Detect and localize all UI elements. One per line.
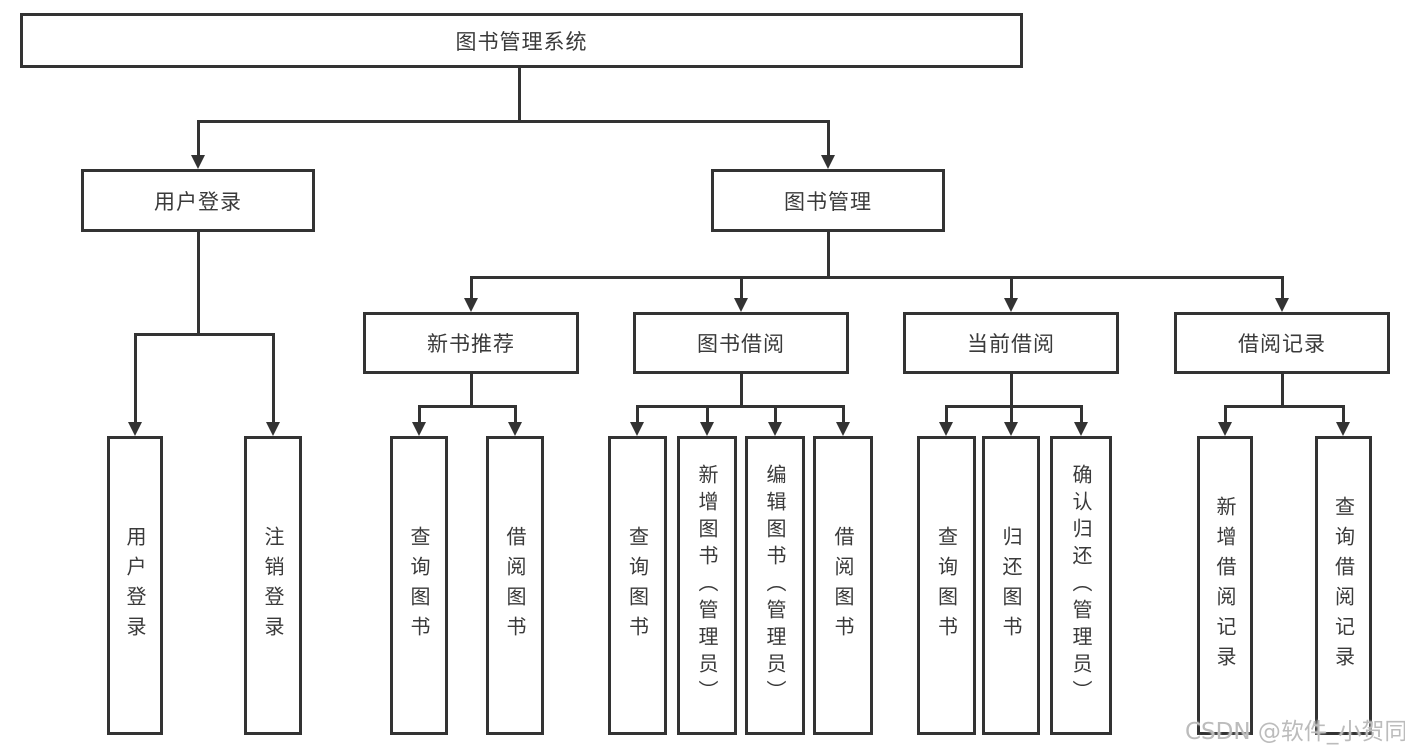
node-leaf-query-books-borrowing: 查询图书 [608, 436, 667, 735]
arrowhead-down [821, 155, 835, 169]
arrow-shaft [133, 333, 137, 424]
arrowhead-down [1336, 422, 1350, 436]
arrowhead-down [630, 422, 644, 436]
node-borrowing-records: 借阅记录 [1174, 312, 1390, 374]
arrowhead-down [508, 422, 522, 436]
arrowhead-down [1275, 298, 1289, 312]
node-current-borrowing: 当前借阅 [903, 312, 1119, 374]
node-label: 查询图书 [934, 525, 959, 646]
arrowhead-down [464, 298, 478, 312]
arrow-shaft [196, 120, 200, 157]
connector-hline [945, 405, 1083, 408]
arrow-shaft [705, 405, 709, 424]
node-leaf-user-login: 用户登录 [107, 436, 163, 735]
arrowhead-down [768, 422, 782, 436]
arrow-shaft [739, 276, 743, 300]
arrow-shaft [1280, 276, 1284, 300]
node-new-book-recommend: 新书推荐 [363, 312, 579, 374]
node-leaf-query-books-recommend: 查询图书 [390, 436, 448, 735]
connector-hline [418, 405, 517, 408]
node-leaf-confirm-return-admin: 确认归还（管理员） [1050, 436, 1112, 735]
node-book-borrowing: 图书借阅 [633, 312, 849, 374]
node-leaf-query-books-current: 查询图书 [917, 436, 976, 735]
node-book-management: 图书管理 [711, 169, 945, 232]
arrowhead-down [266, 422, 280, 436]
node-label: 归还图书 [999, 525, 1023, 646]
node-label: 编辑图书（管理员） [763, 464, 787, 707]
node-label: 借阅图书 [831, 525, 855, 646]
connector-stem [469, 374, 473, 407]
node-label: 注销登录 [261, 525, 285, 646]
node-label: 查询图书 [407, 525, 431, 646]
arrowhead-down [412, 422, 426, 436]
node-label: 新增借阅记录 [1213, 495, 1237, 676]
connector-hline [134, 333, 275, 336]
arrow-shaft [841, 405, 845, 424]
arrowhead-down [836, 422, 850, 436]
arrow-shaft [271, 333, 275, 424]
arrow-shaft [826, 120, 830, 157]
connector-stem [1009, 374, 1013, 407]
node-library-management-system: 图书管理系统 [20, 13, 1023, 68]
connector-stem [826, 232, 830, 278]
node-label: 新增图书（管理员） [695, 464, 719, 707]
connector-stem [1280, 374, 1284, 407]
arrow-shaft [1079, 405, 1083, 424]
node-leaf-add-books-admin: 新增图书（管理员） [677, 436, 737, 735]
node-leaf-borrow-books: 借阅图书 [813, 436, 873, 735]
arrowhead-down [939, 422, 953, 436]
node-leaf-borrow-books-recommend: 借阅图书 [486, 436, 544, 735]
arrow-shaft [1341, 405, 1345, 424]
connector-stem [739, 374, 743, 407]
node-leaf-logout: 注销登录 [244, 436, 302, 735]
node-user-login: 用户登录 [81, 169, 315, 232]
arrow-shaft [944, 405, 948, 424]
arrowhead-down [1218, 422, 1232, 436]
node-leaf-add-borrow-record: 新增借阅记录 [1197, 436, 1253, 735]
node-label: 查询借阅记录 [1331, 495, 1356, 676]
connector-stem [517, 66, 521, 122]
connector-hline [1224, 405, 1345, 408]
arrow-shaft [1223, 405, 1227, 424]
node-leaf-query-borrow-record: 查询借阅记录 [1315, 436, 1372, 735]
arrowhead-down [128, 422, 142, 436]
node-label: 用户登录 [123, 525, 147, 646]
arrow-shaft [1009, 276, 1013, 300]
connector-stem [196, 232, 200, 335]
arrow-shaft [513, 405, 517, 424]
node-label: 确认归还（管理员） [1069, 464, 1093, 707]
node-label: 借阅图书 [503, 525, 527, 646]
arrowhead-down [700, 422, 714, 436]
node-leaf-edit-books-admin: 编辑图书（管理员） [745, 436, 805, 735]
arrow-shaft [469, 276, 473, 300]
arrowhead-down [734, 298, 748, 312]
arrow-shaft [635, 405, 639, 424]
connector-hline [470, 276, 1284, 279]
arrowhead-down [1074, 422, 1088, 436]
arrow-shaft [417, 405, 421, 424]
arrow-shaft [1009, 405, 1013, 424]
watermark: CSDN @软件_小贺同学 [1185, 719, 1405, 745]
connector-hline [197, 120, 830, 123]
node-label: 查询图书 [625, 525, 650, 646]
connector-hline [636, 405, 845, 408]
arrow-shaft [773, 405, 777, 424]
arrowhead-down [1004, 298, 1018, 312]
arrowhead-down [1004, 422, 1018, 436]
node-leaf-return-books: 归还图书 [982, 436, 1040, 735]
arrowhead-down [191, 155, 205, 169]
